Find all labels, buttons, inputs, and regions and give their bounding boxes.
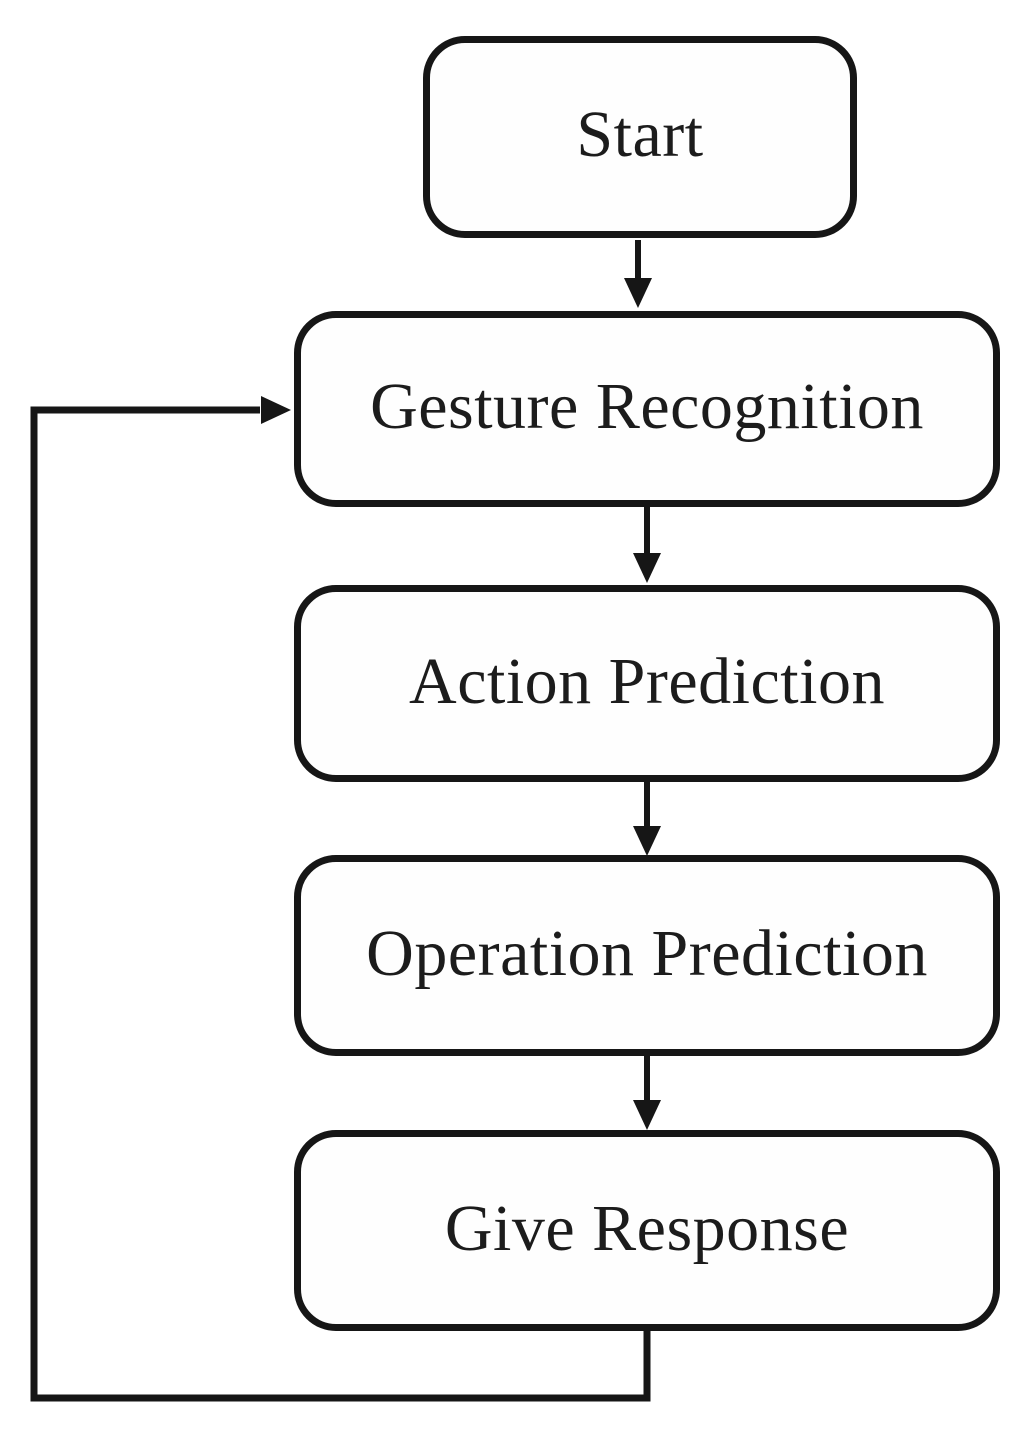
node-start-label: Start (576, 98, 704, 171)
arrow-down-icon (633, 826, 661, 856)
node-operation-prediction-label: Operation Prediction (366, 916, 928, 990)
node-give-response: Give Response (294, 1130, 1000, 1331)
node-gesture-recognition: Gesture Recognition (294, 311, 1000, 507)
node-start: Start (423, 36, 857, 238)
node-operation-prediction: Operation Prediction (294, 855, 1000, 1056)
edge-give-response-to-gesture-recognition-loop (30, 396, 651, 1402)
edge-start-to-gesture-recognition (624, 240, 652, 308)
node-gesture-recognition-label: Gesture Recognition (370, 370, 924, 443)
node-action-prediction-label: Action Prediction (409, 644, 885, 718)
node-action-prediction: Action Prediction (294, 585, 1000, 782)
arrow-down-icon (624, 278, 652, 308)
edge-gesture-recognition-to-action-prediction (633, 505, 661, 583)
edge-action-prediction-to-operation-prediction (633, 780, 661, 856)
edge-operation-prediction-to-give-response (633, 1054, 661, 1130)
arrow-right-icon (261, 396, 291, 424)
arrow-down-icon (633, 553, 661, 583)
arrow-down-icon (633, 1100, 661, 1130)
node-give-response-label: Give Response (444, 1191, 850, 1265)
